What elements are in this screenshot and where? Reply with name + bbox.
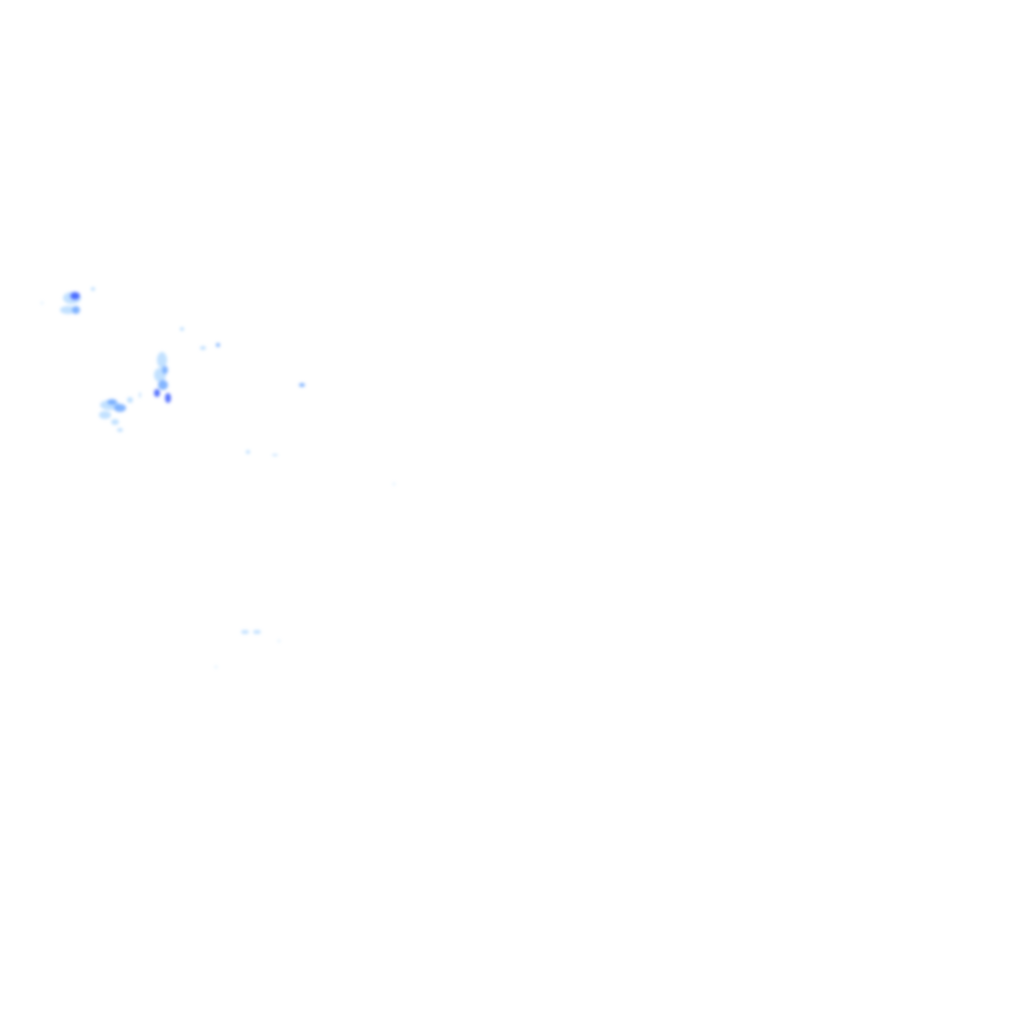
precipitation-cell xyxy=(216,343,220,347)
precipitation-cell xyxy=(114,404,126,412)
precipitation-cell xyxy=(215,666,217,668)
precipitation-cell xyxy=(157,352,167,368)
precipitation-cell xyxy=(91,287,95,291)
precipitation-cell xyxy=(253,630,261,634)
precipitation-cell xyxy=(41,302,43,304)
precipitation-cell xyxy=(60,306,76,314)
precipitation-cell xyxy=(165,393,171,403)
precipitation-cell xyxy=(278,640,280,642)
precipitation-cell xyxy=(70,292,80,300)
precipitation-cell xyxy=(72,306,80,314)
precipitation-cell xyxy=(127,397,133,403)
precipitation-cell xyxy=(200,346,206,350)
precipitation-cell xyxy=(246,450,250,454)
precipitation-cell xyxy=(393,483,395,485)
precipitation-cell xyxy=(241,630,249,634)
precipitation-cell xyxy=(272,454,278,456)
precipitation-cell xyxy=(154,389,160,397)
precipitation-cell xyxy=(162,366,168,374)
precipitation-cell xyxy=(99,411,111,419)
precipitation-cell xyxy=(139,392,141,398)
precipitation-cell xyxy=(299,383,305,387)
precipitation-cell xyxy=(158,380,168,390)
precipitation-cell xyxy=(117,428,123,432)
precipitation-cell xyxy=(111,419,119,425)
precipitation-cell xyxy=(180,327,184,331)
precipitation-cell xyxy=(107,399,117,405)
